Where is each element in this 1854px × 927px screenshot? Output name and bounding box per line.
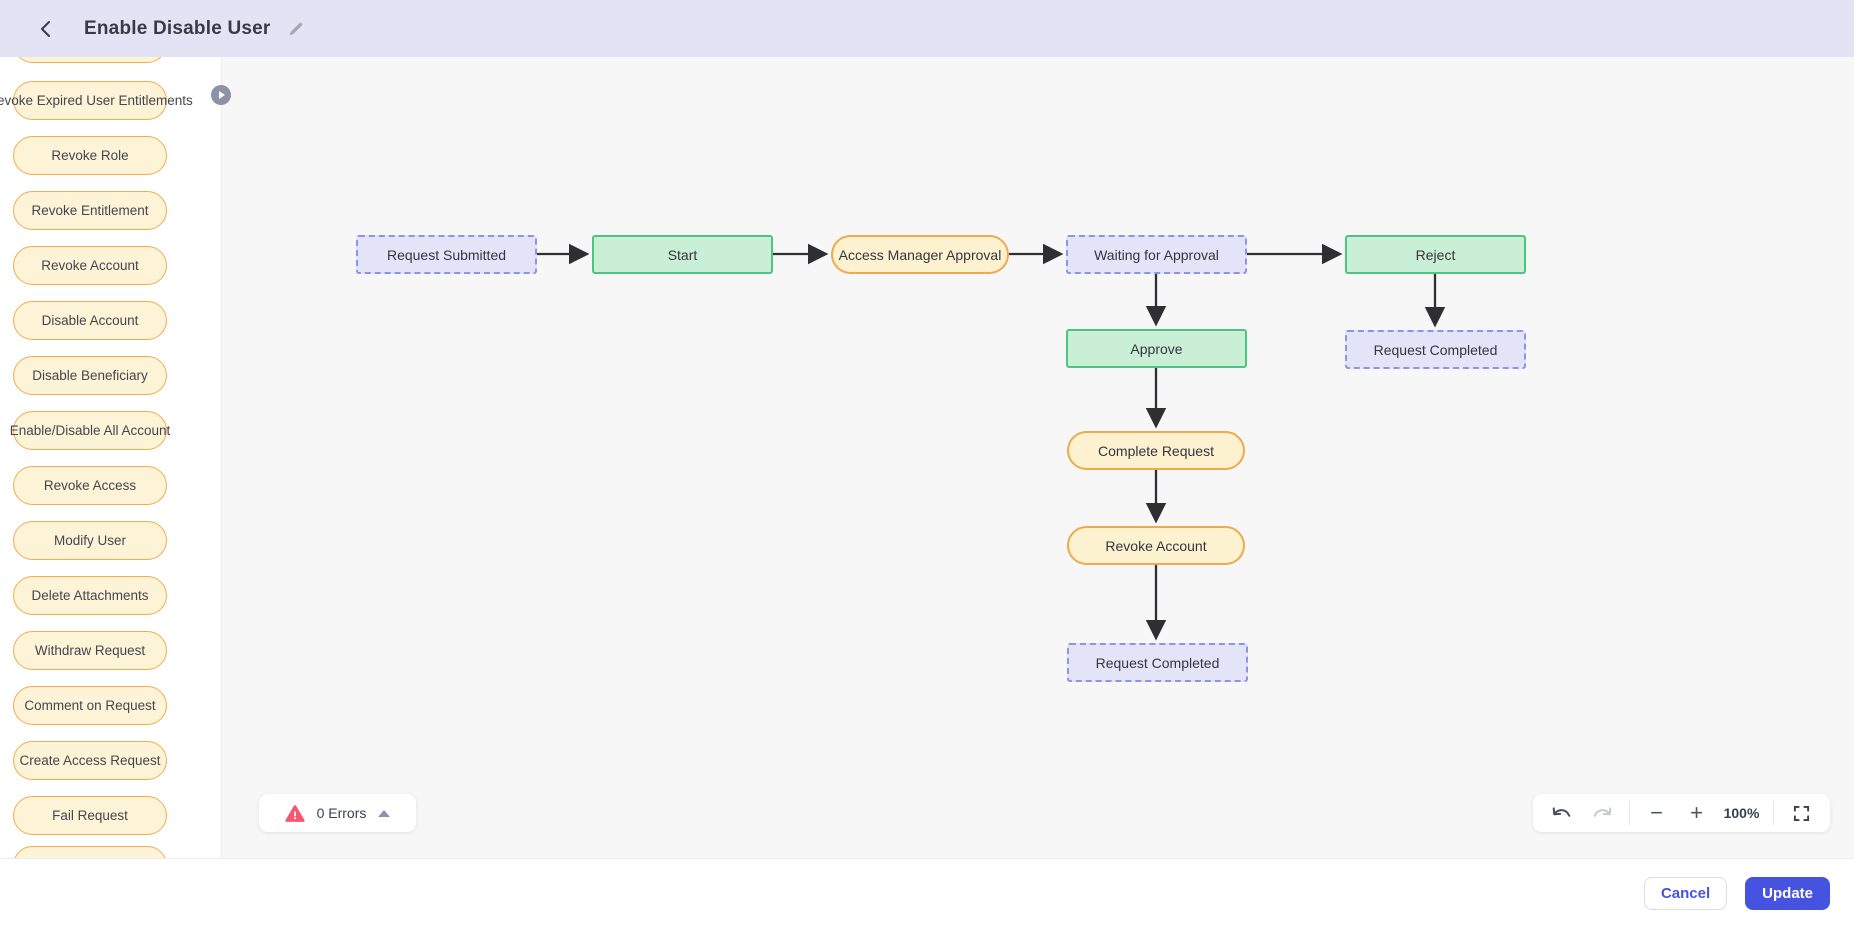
toolbar-divider <box>1773 801 1775 825</box>
sidebar-item-label: Revoke Access <box>43 478 137 493</box>
fullscreen-button[interactable] <box>1788 800 1814 826</box>
flow-canvas[interactable]: Request Submitted Start Access Manager App… <box>222 57 1854 858</box>
pencil-icon <box>289 22 302 35</box>
sidebar-item[interactable]: Create Access Request <box>13 741 167 780</box>
sidebar-item[interactable]: Revoke Role <box>13 136 167 175</box>
undo-button[interactable] <box>1549 800 1575 826</box>
errors-count-label: 0 Errors <box>316 805 367 821</box>
sidebar-item-partial-top[interactable] <box>13 57 167 63</box>
page-title: Enable Disable User <box>84 17 271 39</box>
node-approve[interactable]: Approve <box>1066 329 1247 368</box>
zoom-toolbar: − + 100% <box>1533 794 1830 832</box>
sidebar-item-label: Delete Attachments <box>31 588 149 603</box>
sidebar-item[interactable]: Revoke Entitlement <box>13 191 167 230</box>
plus-icon: + <box>1690 800 1704 825</box>
sidebar-item-label: Modify User <box>53 533 126 548</box>
sidebar-item-label: Withdraw Request <box>34 643 146 658</box>
zoom-out-button[interactable]: − <box>1644 800 1670 826</box>
sidebar-item-label: Revoke Entitlement <box>31 203 149 218</box>
sidebar-item[interactable]: Modify User <box>13 521 167 560</box>
sidebar-item-label: Revoke Expired User Entitlements <box>0 93 193 108</box>
redo-button[interactable] <box>1589 800 1615 826</box>
minus-icon: − <box>1650 800 1664 825</box>
zoom-in-button[interactable]: + <box>1684 800 1710 826</box>
warning-triangle-icon <box>285 804 305 822</box>
caret-up-icon <box>378 809 391 817</box>
fullscreen-icon <box>1793 805 1809 821</box>
sidebar-item-label: Fail Request <box>52 808 128 823</box>
sidebar-item[interactable]: Revoke Expired User Entitlements <box>0 81 193 120</box>
undo-icon <box>1552 807 1570 817</box>
node-access-manager-approval[interactable]: Access Manager Approval <box>831 235 1009 274</box>
sidebar-item[interactable]: Disable Beneficiary <box>13 356 167 395</box>
chevron-left-icon <box>41 20 50 37</box>
sidebar-item[interactable]: Delete Attachments <box>13 576 167 615</box>
sidebar-item-partial-bottom[interactable] <box>13 846 167 858</box>
sidebar-item[interactable]: Revoke Access <box>13 466 167 505</box>
node-reject[interactable]: Reject <box>1345 235 1526 274</box>
errors-badge[interactable]: 0 Errors <box>259 794 416 832</box>
sidebar-item-label: Create Access Request <box>19 753 161 768</box>
node-revoke-account-node[interactable]: Revoke Account <box>1067 526 1245 565</box>
edit-title-button[interactable] <box>285 18 307 40</box>
flow-edges <box>537 243 1446 641</box>
sidebar-item[interactable]: Revoke Account <box>13 246 167 285</box>
toolbar-divider <box>1628 801 1630 825</box>
sidebar-item[interactable]: Fail Request <box>13 796 167 835</box>
node-request-completed-reject[interactable]: Request Completed <box>1345 330 1526 369</box>
node-start[interactable]: Start <box>592 235 773 274</box>
header: Enable Disable User <box>0 0 1854 57</box>
sidebar-item[interactable]: Comment on Request <box>13 686 167 725</box>
sidebar-item[interactable]: Enable/Disable All Account <box>10 411 170 450</box>
cancel-button[interactable]: Cancel <box>1643 876 1728 910</box>
sidebar-collapse-button[interactable] <box>211 85 231 105</box>
back-button[interactable] <box>34 17 58 41</box>
sidebar-item-label: Revoke Role <box>51 148 129 163</box>
node-complete-request[interactable]: Complete Request <box>1067 431 1245 470</box>
footer-bar: Cancel Update <box>0 858 1854 927</box>
sidebar-item-label: Disable Beneficiary <box>32 368 148 383</box>
sidebar-item-label: Revoke Account <box>41 258 139 273</box>
sidebar-item-label: Enable/Disable All Account <box>9 423 171 438</box>
sidebar-item[interactable]: Withdraw Request <box>13 631 167 670</box>
sidebar-item-label: Comment on Request <box>24 698 156 713</box>
play-icon <box>219 91 225 99</box>
node-request-completed-final[interactable]: Request Completed <box>1067 643 1248 682</box>
sidebar-item[interactable]: Disable Account <box>13 301 167 340</box>
redo-icon <box>1593 807 1611 817</box>
update-button[interactable]: Update <box>1745 876 1830 910</box>
sidebar-item-label: Disable Account <box>41 313 139 328</box>
node-request-submitted[interactable]: Request Submitted <box>356 235 537 274</box>
zoom-level: 100% <box>1723 805 1760 821</box>
node-waiting-for-approval[interactable]: Waiting for Approval <box>1066 235 1247 274</box>
